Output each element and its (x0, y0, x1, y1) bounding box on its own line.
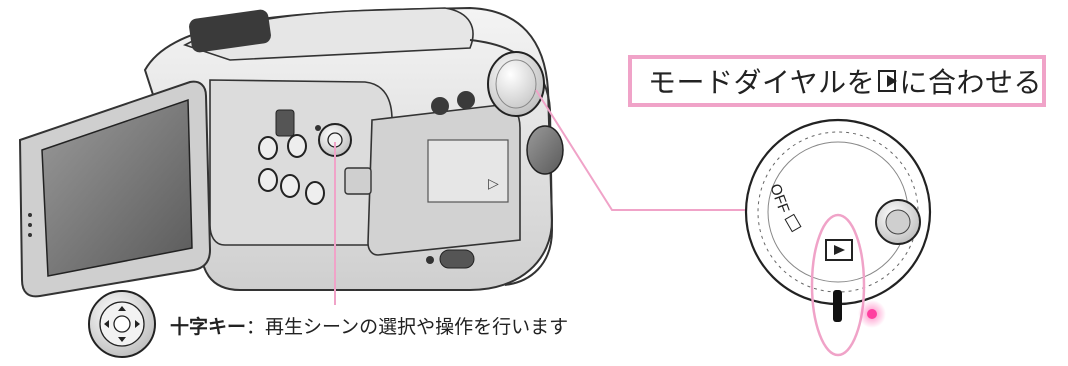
play-mode-icon (878, 70, 898, 92)
cross-key-description: 再生シーンの選択や操作を行います (265, 316, 569, 338)
instruction-text-before: モードダイヤルを (648, 66, 876, 99)
callout-connector (535, 89, 745, 211)
svg-text:▷: ▷ (488, 176, 499, 192)
cross-key-label: 十字キー (170, 316, 247, 338)
selected-mode-highlight (810, 213, 866, 357)
cross-key-caption: 十字キー：再生シーンの選択や操作を行います (170, 312, 568, 339)
cross-key-icon (88, 290, 156, 358)
mode-dial-instruction-box: モードダイヤルを に合わせる (628, 55, 1046, 107)
mode-dial-on-body (487, 51, 545, 117)
instruction-text-after: に合わせる (899, 66, 1042, 99)
mode-dial-closeup: OFF (744, 118, 932, 357)
caption-separator: ： (246, 316, 266, 338)
camcorder-body: ▷ (143, 6, 564, 291)
lcd-monitor (18, 80, 212, 298)
side-buttons (258, 134, 325, 205)
